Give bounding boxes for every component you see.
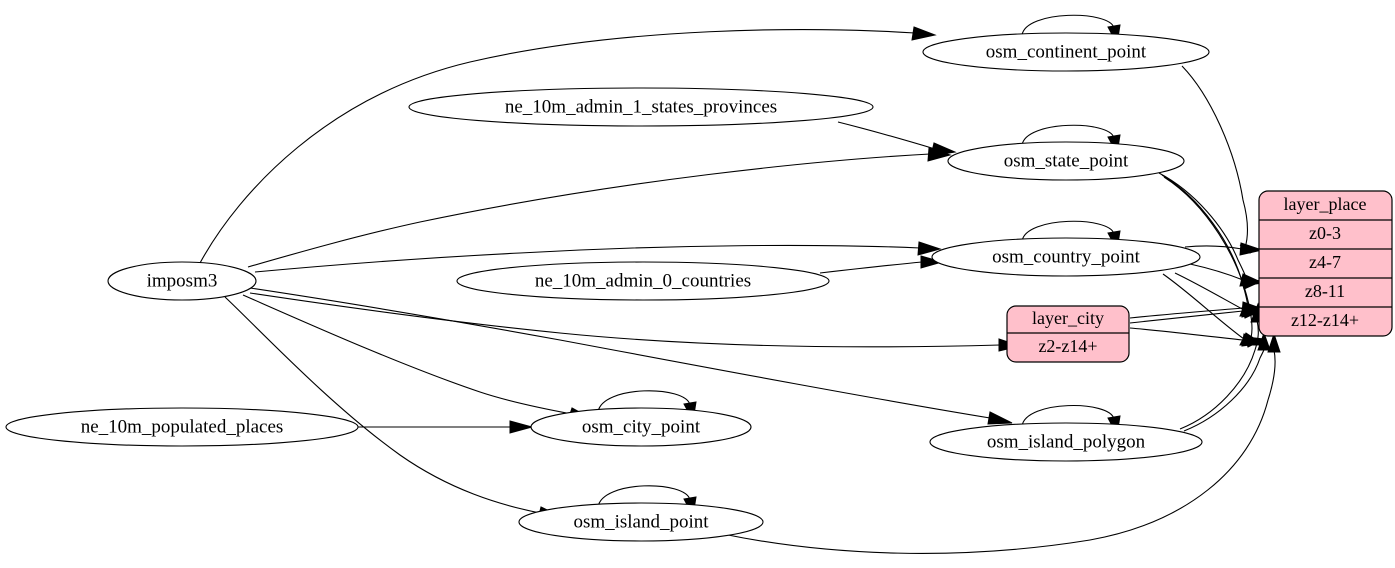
edge-imposm3-to-layer_city [249, 292, 1022, 352]
edge-imposm3-to-osm_city_point [242, 294, 594, 421]
node-imposm3[interactable]: imposm3 [107, 261, 257, 301]
layer_place-row-z0-3[interactable]: z0-3 [1309, 223, 1341, 243]
edge-imposm3-to-osm_island_polygon [249, 287, 1013, 425]
node-osm_island_point[interactable]: osm_island_point [518, 502, 764, 542]
edge-ne_10m_admin_0_countries-to-osm_country_point [819, 255, 944, 274]
edge-ne_10m_admin_1_states_provinces-to-osm_state_point [837, 121, 957, 157]
node-label: osm_continent_point [986, 41, 1147, 62]
edge-imposm3-to-osm_country_point [254, 241, 942, 273]
edge-osm_continent_point-to-layer_place-z0-3 [1181, 65, 1258, 254]
node-label: osm_country_point [992, 246, 1140, 267]
edge-layer [199, 26, 1281, 554]
node-ne_10m_admin_1_states_provinces[interactable]: ne_10m_admin_1_states_provinces [408, 87, 874, 127]
node-label: ne_10m_populated_places [81, 416, 284, 437]
node-label: osm_city_point [582, 416, 701, 437]
edge-osm_state_point-to-layer_place-z4-7 [1158, 172, 1264, 290]
edge-osm_island_polygon-to-layer_place-z12-z14 [1183, 331, 1271, 432]
edge-imposm3-to-osm_island_point [224, 296, 564, 520]
node-osm_state_point[interactable]: osm_state_point [947, 141, 1185, 181]
layer_place-row-z12-z14[interactable]: z12-z14+ [1291, 310, 1359, 330]
node-label: osm_island_point [573, 511, 709, 532]
edge-ne_10m_populated_places-to-osm_city_point [358, 420, 534, 434]
node-label: osm_island_polygon [987, 431, 1146, 452]
layer_city-row-z2-z14[interactable]: z2-z14+ [1038, 336, 1097, 356]
edge-osm_country_point-to-layer_place-z0-3 [1184, 242, 1264, 256]
node-osm_continent_point[interactable]: osm_continent_point [922, 32, 1210, 72]
edge-layer_city-to-layer_place-z12-z14 [1129, 327, 1266, 347]
node-ne_10m_admin_0_countries[interactable]: ne_10m_admin_0_countries [456, 261, 830, 301]
edge-osm_island_point-to-layer_place-z12-z14 [722, 332, 1281, 554]
node-label: osm_state_point [1004, 150, 1129, 171]
node-label: ne_10m_admin_0_countries [535, 270, 751, 291]
node-osm_island_polygon[interactable]: osm_island_polygon [929, 422, 1203, 462]
edge-layer_city-to-layer_place-z8-11-alt [1129, 301, 1265, 319]
node-layer_city[interactable]: layer_city z2-z14+ [1006, 305, 1130, 363]
layer_place-row-z8-11[interactable]: z8-11 [1305, 281, 1345, 301]
layer_place-row-z4-7[interactable]: z4-7 [1309, 252, 1341, 272]
edge-imposm3-to-osm_continent_point [199, 26, 937, 264]
node-layer_place[interactable]: layer_place z0-3 z4-7 z8-11 z12-z14+ [1258, 190, 1393, 337]
node-ne_10m_populated_places[interactable]: ne_10m_populated_places [5, 407, 359, 447]
layer_place-title: layer_place [1284, 194, 1367, 214]
edge-osm_country_point-to-layer_place-z4-7 [1189, 263, 1265, 287]
node-label: ne_10m_admin_1_states_provinces [505, 96, 777, 117]
layer_city-title: layer_city [1032, 308, 1104, 328]
node-osm_city_point[interactable]: osm_city_point [530, 407, 752, 447]
edge-osm_island_polygon-to-layer_place-z8-11 [1179, 302, 1264, 430]
node-label: imposm3 [147, 270, 218, 291]
node-osm_country_point[interactable]: osm_country_point [931, 237, 1201, 277]
